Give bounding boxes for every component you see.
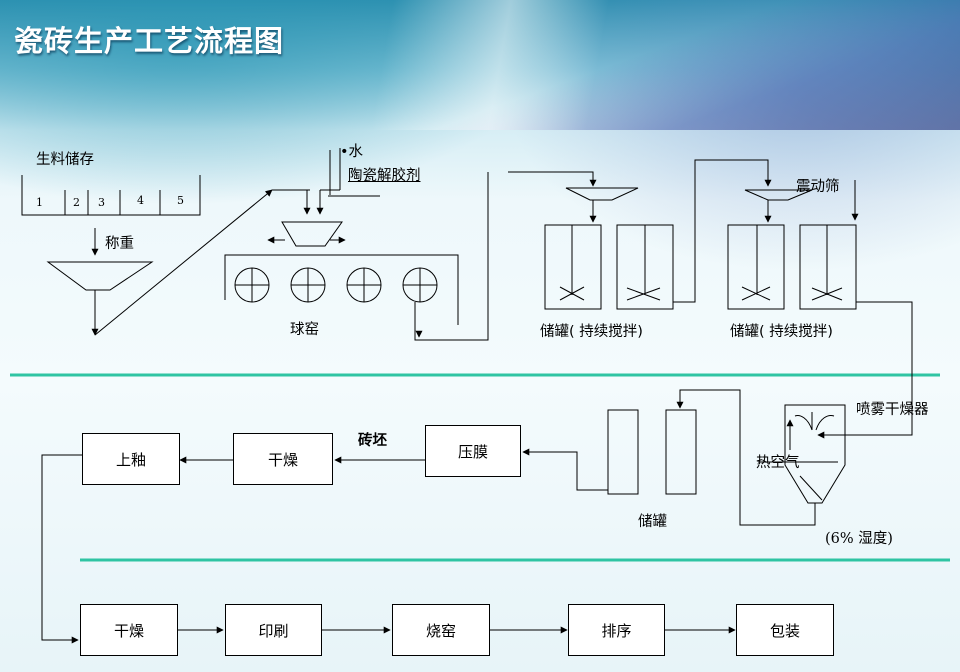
- mill-hopper: [281, 221, 343, 247]
- tank-group-2-label: 储罐( 持续搅拌): [730, 324, 833, 340]
- bin-label-1: 1: [36, 196, 43, 209]
- tank-group-1-label: 储罐( 持续搅拌): [540, 324, 643, 340]
- bin-label-5: 5: [177, 194, 184, 207]
- header-background: [0, 0, 960, 130]
- process-drying-1: 干燥: [233, 433, 333, 485]
- process-pressing: 压膜: [425, 425, 521, 477]
- hot-air-label: 热空气: [756, 455, 800, 471]
- tank-d: [799, 224, 857, 310]
- mill-drums: [234, 267, 438, 303]
- bin-label-4: 4: [137, 194, 144, 207]
- tank1-hopper: [565, 187, 639, 201]
- ball-mill-label: 球窑: [290, 322, 319, 338]
- process-drying-2: 干燥: [80, 604, 178, 656]
- process-packing: 包装: [736, 604, 834, 656]
- spray-dryer-label: 喷雾干燥器: [856, 402, 929, 418]
- bin-label-3: 3: [98, 196, 105, 209]
- ball-mill: [224, 254, 459, 325]
- silo-b: [665, 409, 697, 495]
- process-printing: 印刷: [225, 604, 322, 656]
- silo-label: 储罐: [638, 514, 667, 530]
- page-title: 瓷砖生产工艺流程图: [14, 24, 285, 58]
- process-sorting: 排序: [568, 604, 665, 656]
- spray-dryer: [784, 404, 846, 504]
- deflocculant-label: 陶瓷解胶剂: [348, 168, 421, 184]
- vibrating-screen-label: 震动筛: [796, 179, 840, 195]
- tank-c: [727, 224, 785, 310]
- tank2-hopper: [744, 189, 813, 201]
- tank-a: [544, 224, 602, 310]
- silo-a: [607, 409, 639, 495]
- process-glazing: 上釉: [82, 433, 180, 485]
- tile-blank-label: 砖坯: [358, 433, 387, 449]
- weighing-label: 称重: [105, 236, 134, 252]
- water-label: •水: [340, 144, 364, 160]
- humidity-label: (6% 湿度): [825, 531, 893, 547]
- weighing-hopper: [46, 261, 154, 291]
- bin-label-2: 2: [73, 196, 80, 209]
- process-firing: 烧窑: [392, 604, 490, 656]
- storage-bins: [21, 175, 201, 216]
- storage-label: 生料储存: [36, 152, 94, 168]
